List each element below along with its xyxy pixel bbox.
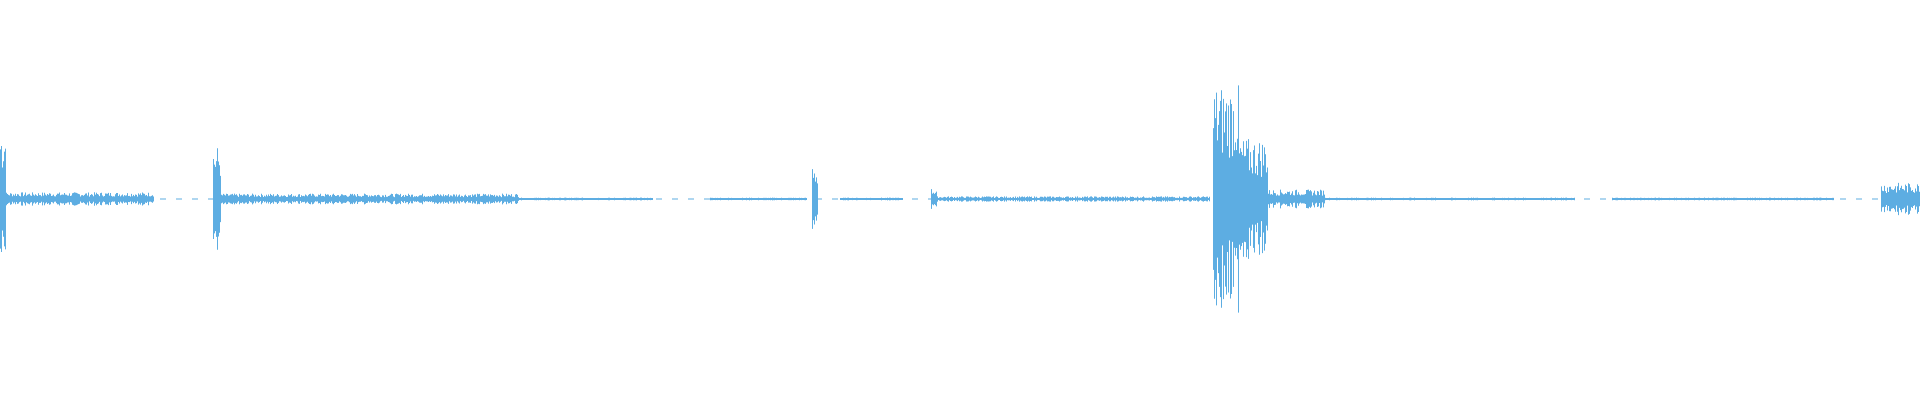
waveform-bars [0,85,1920,313]
